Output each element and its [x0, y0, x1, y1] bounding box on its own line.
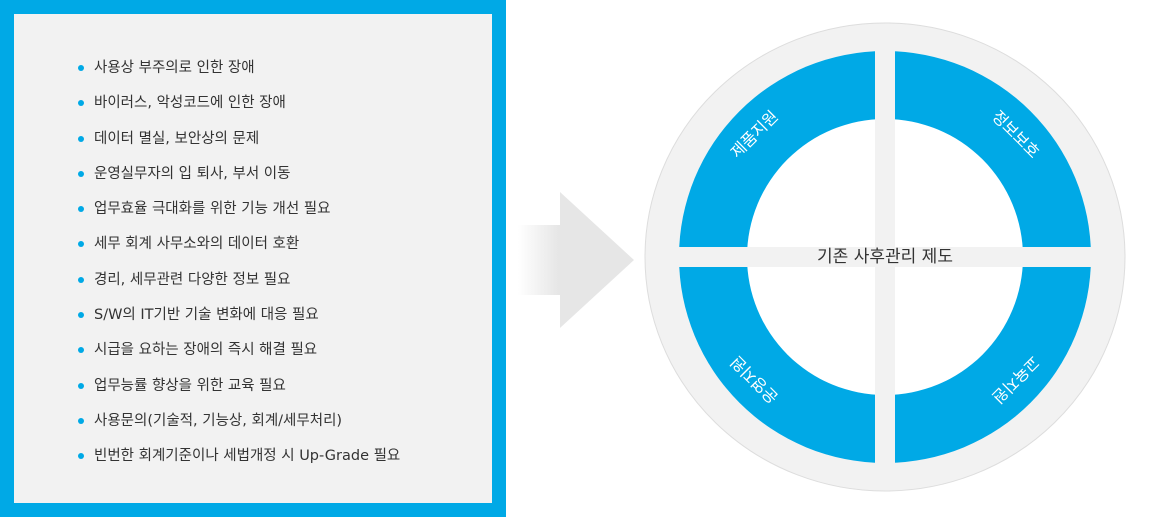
- support-cycle-diagram: 기존 사후관리 제도 제품지원 정보보호 운영지원 교육지원: [644, 22, 1126, 492]
- issue-text: 세무 회계 사무소와의 데이터 호환: [94, 236, 300, 253]
- bullet-dot-icon: [78, 170, 84, 177]
- bullet-dot-icon: [78, 312, 84, 319]
- bullet-dot-icon: [78, 382, 84, 389]
- issue-item: 빈번한 회계기준이나 세법개정 시 Up-Grade 필요: [78, 446, 492, 481]
- bullet-dot-icon: [78, 100, 84, 107]
- issue-item: 사용상 부주의로 인한 장애: [78, 58, 492, 93]
- bullet-dot-icon: [78, 206, 84, 213]
- bullet-dot-icon: [78, 417, 84, 424]
- issue-item: 경리, 세무관련 다양한 정보 필요: [78, 270, 492, 305]
- issue-text: 업무능률 향상을 위한 교육 필요: [94, 377, 286, 394]
- issue-text: 시급을 요하는 장애의 즉시 해결 필요: [94, 342, 318, 359]
- right-arrow-icon: [518, 192, 634, 328]
- bullet-dot-icon: [78, 241, 84, 248]
- bullet-dot-icon: [78, 65, 84, 71]
- issue-text: 데이터 멸실, 보안상의 문제: [94, 130, 260, 147]
- issue-item: S/W의 IT기반 기술 변화에 대응 필요: [78, 305, 492, 340]
- center-label: 기존 사후관리 제도: [817, 247, 953, 267]
- issue-item: 업무능률 향상을 위한 교육 필요: [78, 376, 492, 411]
- issue-text: 업무효율 극대화를 위한 기능 개선 필요: [94, 201, 331, 218]
- bullet-dot-icon: [78, 135, 84, 142]
- bullet-dot-icon: [78, 276, 84, 283]
- issues-panel: 사용상 부주의로 인한 장애 바이러스, 악성코드에 인한 장애 데이터 멸실,…: [0, 0, 506, 517]
- issue-item: 시급을 요하는 장애의 즉시 해결 필요: [78, 340, 492, 375]
- bullet-dot-icon: [78, 453, 84, 460]
- issue-text: 사용문의(기술적, 기능상, 회계/세무처리): [94, 412, 343, 429]
- issue-item: 운영실무자의 입 퇴사, 부서 이동: [78, 164, 492, 199]
- issue-text: 운영실무자의 입 퇴사, 부서 이동: [94, 165, 291, 182]
- issue-text: S/W의 IT기반 기술 변화에 대응 필요: [94, 307, 319, 324]
- issue-item: 세무 회계 사무소와의 데이터 호환: [78, 234, 492, 269]
- issue-item: 업무효율 극대화를 위한 기능 개선 필요: [78, 199, 492, 234]
- bullet-dot-icon: [78, 347, 84, 354]
- issue-text: 경리, 세무관련 다양한 정보 필요: [94, 271, 291, 288]
- issue-item: 사용문의(기술적, 기능상, 회계/세무처리): [78, 411, 492, 446]
- issue-text: 빈번한 회계기준이나 세법개정 시 Up-Grade 필요: [94, 448, 401, 465]
- horizontal-gap: [673, 247, 1097, 267]
- issue-item: 데이터 멸실, 보안상의 문제: [78, 129, 492, 164]
- issue-list: 사용상 부주의로 인한 장애 바이러스, 악성코드에 인한 장애 데이터 멸실,…: [78, 58, 492, 482]
- issues-panel-inner: 사용상 부주의로 인한 장애 바이러스, 악성코드에 인한 장애 데이터 멸실,…: [14, 14, 492, 503]
- issue-text: 사용상 부주의로 인한 장애: [94, 60, 255, 76]
- issue-item: 바이러스, 악성코드에 인한 장애: [78, 93, 492, 128]
- issue-text: 바이러스, 악성코드에 인한 장애: [94, 95, 286, 112]
